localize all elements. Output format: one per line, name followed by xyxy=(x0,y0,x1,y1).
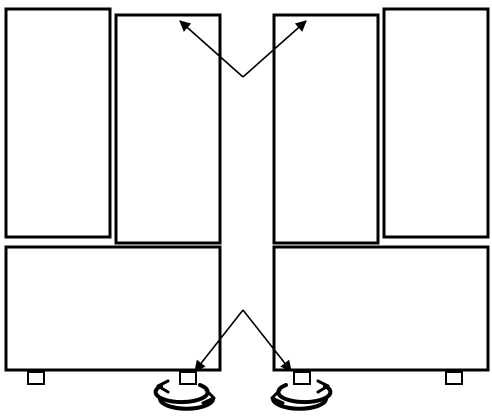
left-fridge-freezer-drawer xyxy=(4,245,222,372)
left-fridge-right-door xyxy=(114,13,222,245)
left-rotate-arrow-icon xyxy=(153,379,216,411)
right-fridge-right-foot xyxy=(445,371,463,385)
right-refrigerator xyxy=(272,7,490,385)
top-arrows xyxy=(179,20,307,78)
left-fridge-left-foot xyxy=(27,371,45,385)
right-fridge-right-door xyxy=(382,7,490,239)
right-fridge-freezer-drawer xyxy=(272,245,490,372)
right-fridge-left-foot xyxy=(293,371,311,385)
left-fridge-left-door xyxy=(4,7,112,239)
right-fridge-left-door xyxy=(272,13,380,245)
bottom-arrows xyxy=(194,309,292,372)
left-fridge-right-foot xyxy=(179,371,197,385)
right-rotate-arrow-icon xyxy=(270,379,333,411)
arrow-icon xyxy=(194,309,244,372)
arrow-icon xyxy=(242,20,307,78)
arrow-icon xyxy=(179,20,244,78)
arrow-icon xyxy=(242,309,292,372)
left-refrigerator xyxy=(4,7,222,385)
